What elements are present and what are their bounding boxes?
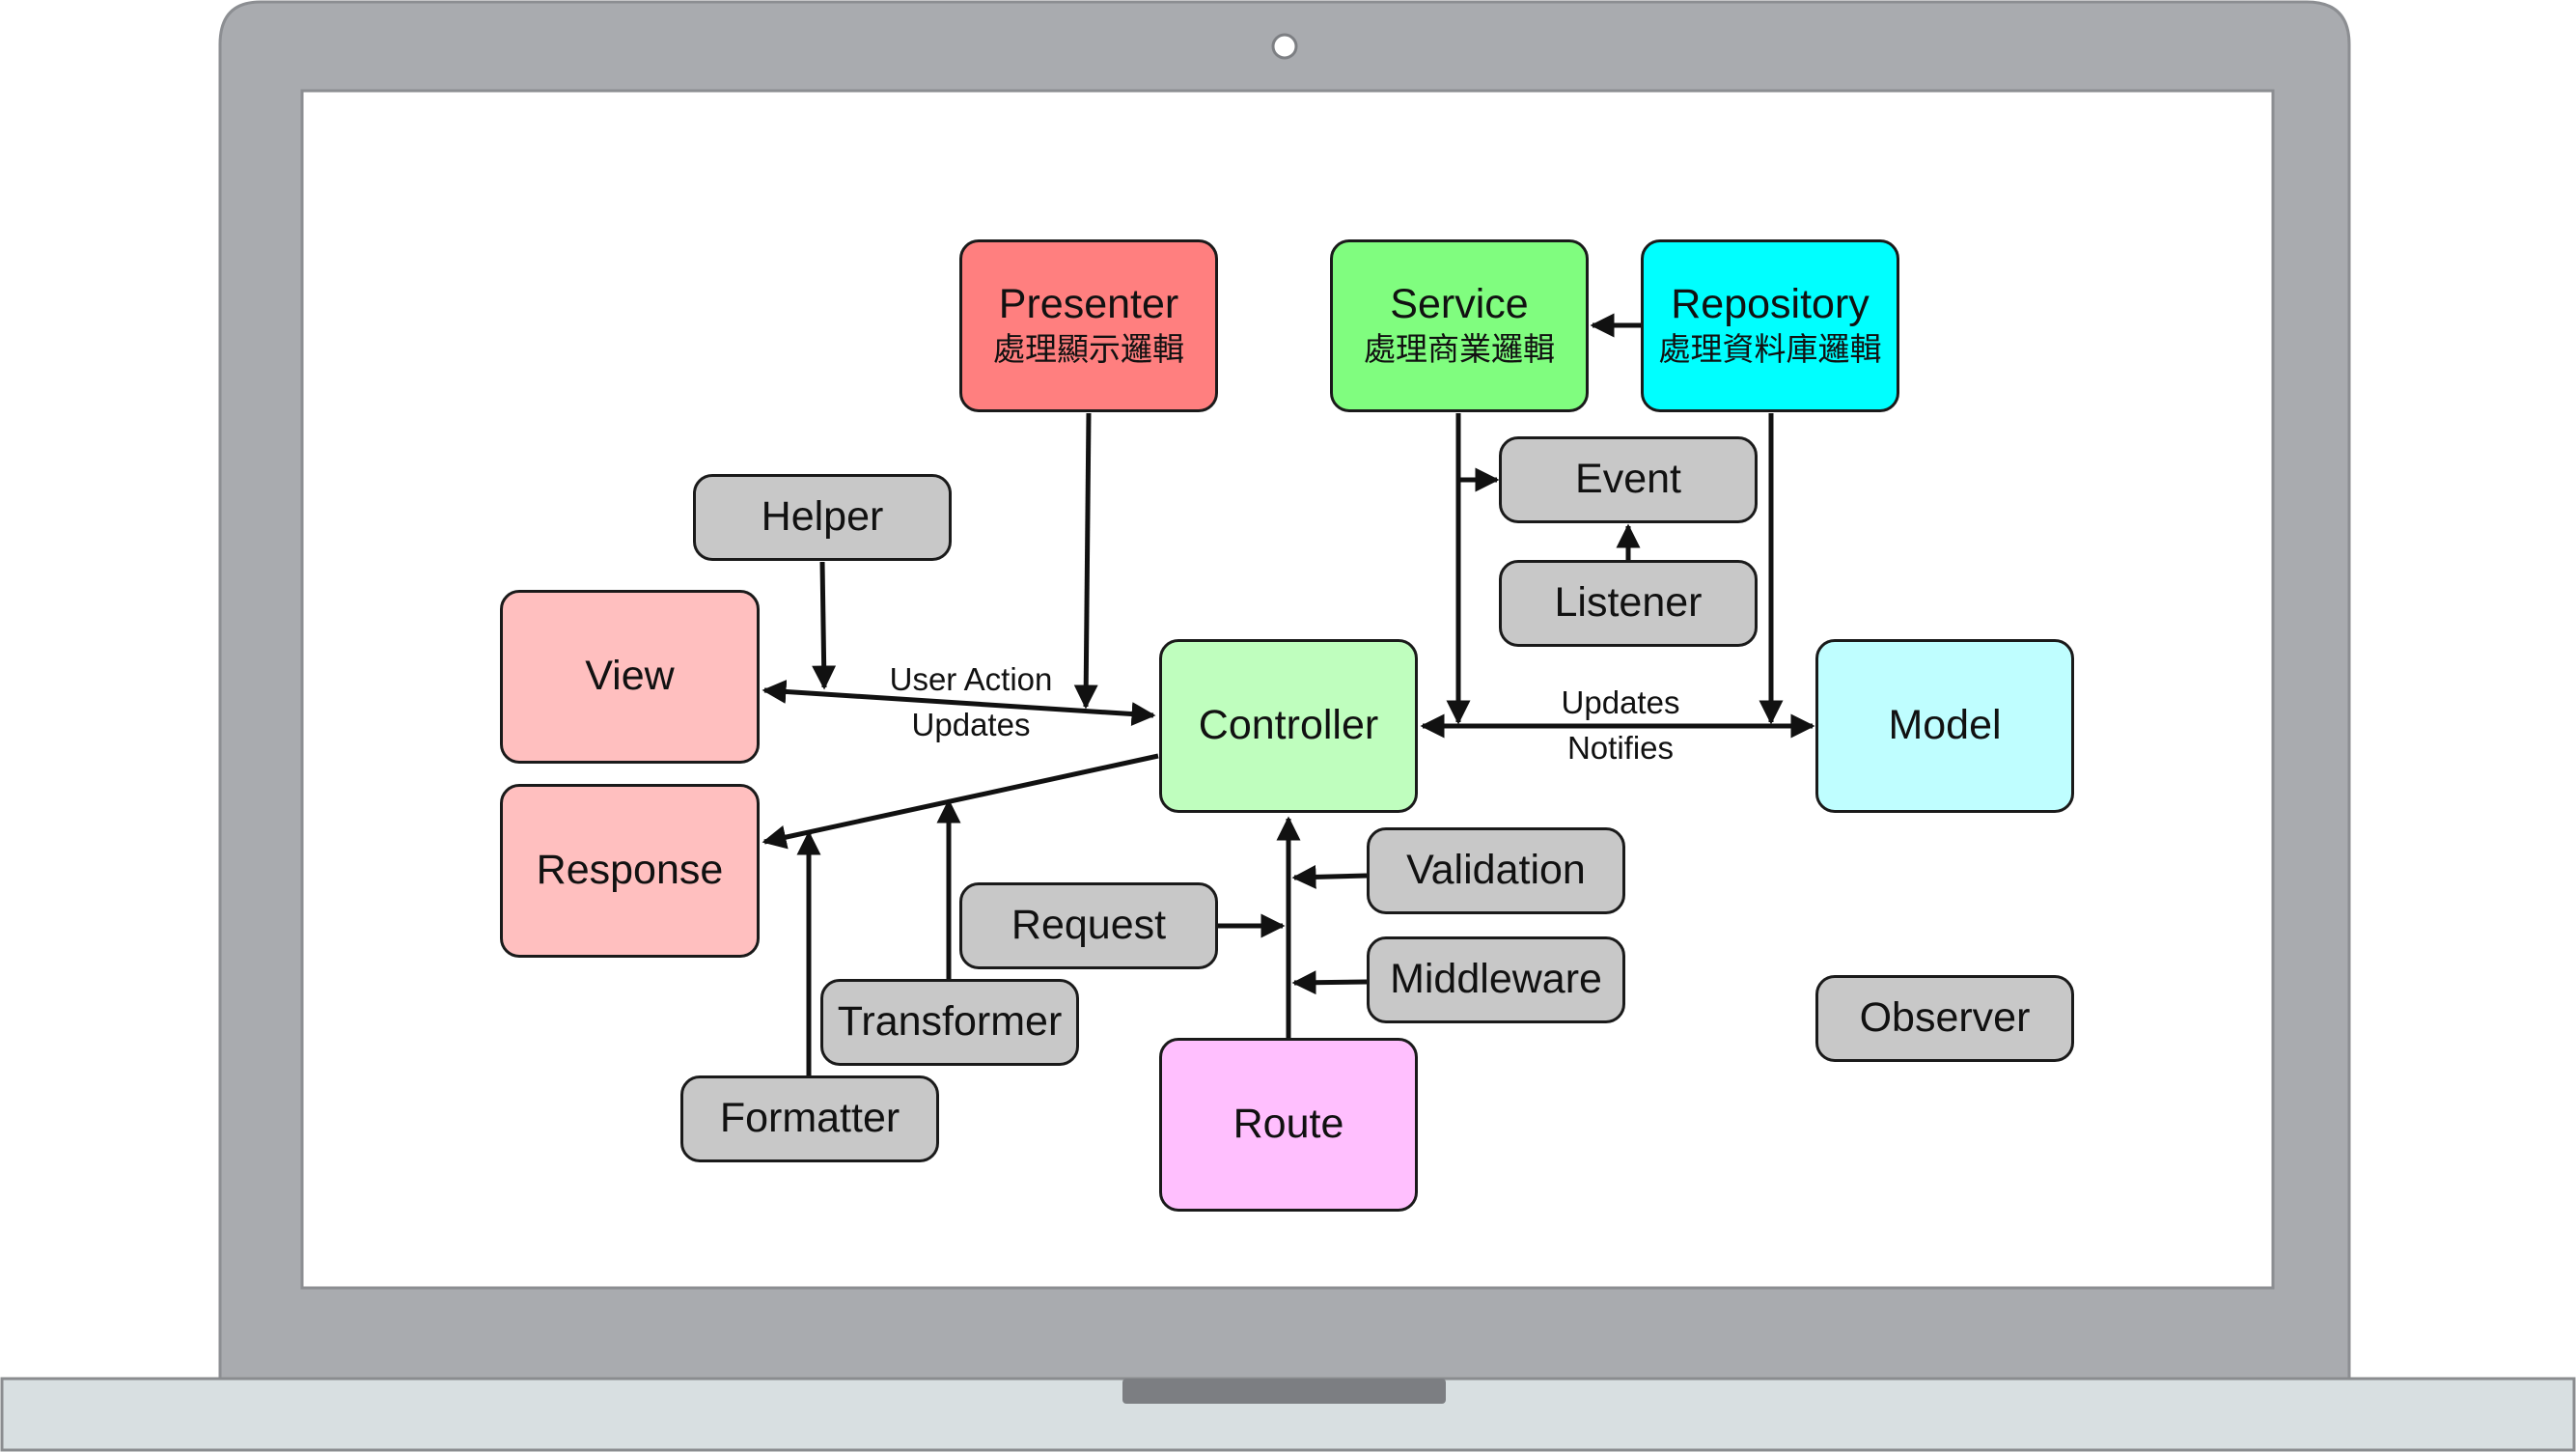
request-node: Request [959, 882, 1218, 969]
response-title: Response [536, 847, 724, 894]
service-title: Service [1390, 281, 1529, 328]
presenter-title: Presenter [998, 281, 1179, 328]
model-title: Model [1888, 702, 2002, 749]
service-subtitle: 處理商業邏輯 [1364, 329, 1555, 368]
edge-presenter-controller [1073, 412, 1098, 710]
edge-label-view-updates: Updates [911, 707, 1031, 742]
listener-title: Listener [1554, 579, 1703, 627]
controller-title: Controller [1198, 702, 1379, 749]
edge-helper-view [812, 561, 837, 690]
webcam-icon [1271, 33, 1298, 60]
repository-node: Repository 處理資料庫邏輯 [1641, 239, 1899, 412]
middleware-node: Middleware [1367, 936, 1625, 1023]
edge-validation-controller [1291, 864, 1368, 889]
view-title: View [585, 653, 675, 700]
event-node: Event [1499, 436, 1758, 523]
validation-node: Validation [1367, 827, 1625, 914]
observer-title: Observer [1859, 994, 2031, 1042]
route-title: Route [1233, 1101, 1344, 1148]
presenter-subtitle: 處理顯示邏輯 [993, 329, 1184, 368]
repository-subtitle: 處理資料庫邏輯 [1658, 329, 1882, 368]
transformer-node: Transformer [820, 979, 1079, 1066]
middleware-title: Middleware [1390, 956, 1602, 1003]
model-node: Model [1815, 639, 2074, 813]
view-node: View [500, 590, 760, 764]
transformer-title: Transformer [837, 998, 1063, 1046]
formatter-title: Formatter [719, 1095, 900, 1142]
service-node: Service 處理商業邏輯 [1330, 239, 1589, 412]
event-title: Event [1575, 456, 1681, 503]
edge-view-controller [762, 679, 1156, 727]
request-title: Request [1011, 902, 1167, 949]
helper-node: Helper [693, 474, 952, 561]
presenter-node: Presenter 處理顯示邏輯 [959, 239, 1218, 412]
controller-node: Controller [1159, 639, 1418, 813]
observer-node: Observer [1815, 975, 2074, 1062]
formatter-node: Formatter [680, 1075, 939, 1162]
route-node: Route [1159, 1038, 1418, 1212]
response-node: Response [500, 784, 760, 958]
listener-node: Listener [1499, 560, 1758, 647]
laptop-notch [1122, 1379, 1446, 1404]
helper-title: Helper [761, 493, 884, 541]
edge-middleware-controller [1291, 970, 1368, 995]
repository-title: Repository [1671, 281, 1870, 328]
edge-label-notifies: Notifies [1566, 730, 1675, 766]
edge-label-user-action: User Action [889, 661, 1053, 697]
validation-title: Validation [1406, 847, 1586, 894]
edge-controller-response [762, 753, 1159, 850]
edge-label-model-updates: Updates [1561, 684, 1680, 720]
